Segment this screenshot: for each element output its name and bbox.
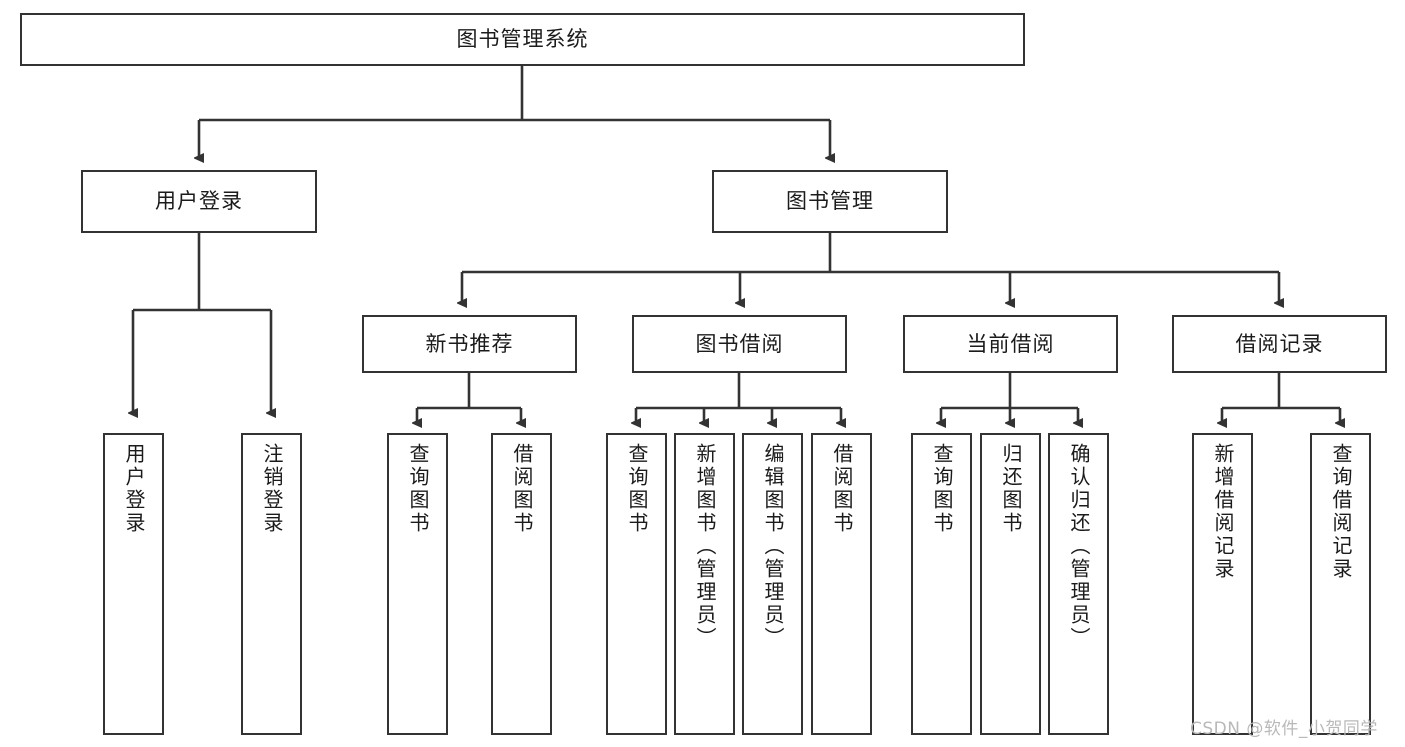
node-label: 编辑图书（管理员） — [761, 443, 785, 650]
node-leaf-query-book-new[interactable]: 查询图书 — [387, 433, 448, 735]
node-leaf-borrow-book[interactable]: 借阅图书 — [811, 433, 872, 735]
node-root-system[interactable]: 图书管理系统 — [20, 13, 1025, 66]
node-leaf-borrow-book-new[interactable]: 借阅图书 — [491, 433, 552, 735]
node-label: 图书管理 — [786, 189, 874, 214]
node-label: 新增借阅记录 — [1211, 443, 1235, 581]
node-leaf-edit-book-admin[interactable]: 编辑图书（管理员） — [742, 433, 803, 735]
node-label: 查询借阅记录 — [1329, 443, 1353, 581]
node-label: 图书管理系统 — [456, 27, 589, 52]
node-label: 借阅图书 — [830, 443, 854, 535]
node-book-borrow[interactable]: 图书借阅 — [632, 315, 847, 373]
node-user-login[interactable]: 用户登录 — [81, 170, 317, 233]
node-leaf-user-logout[interactable]: 注销登录 — [241, 433, 302, 735]
node-leaf-query-book-current[interactable]: 查询图书 — [911, 433, 972, 735]
node-label: 新增图书（管理员） — [693, 443, 717, 650]
node-current-borrow[interactable]: 当前借阅 — [903, 315, 1118, 373]
node-leaf-add-book-admin[interactable]: 新增图书（管理员） — [674, 433, 735, 735]
node-label: 查询图书 — [625, 443, 649, 535]
node-borrow-record[interactable]: 借阅记录 — [1172, 315, 1387, 373]
node-label: 确认归还（管理员） — [1067, 443, 1091, 650]
node-label: 用户登录 — [122, 443, 146, 535]
node-label: 查询图书 — [406, 443, 430, 535]
node-label: 当前借阅 — [966, 331, 1055, 356]
node-leaf-query-borrow-record[interactable]: 查询借阅记录 — [1310, 433, 1371, 735]
node-leaf-user-login[interactable]: 用户登录 — [103, 433, 164, 735]
node-label: 查询图书 — [930, 443, 954, 535]
node-leaf-query-book[interactable]: 查询图书 — [606, 433, 667, 735]
node-new-book-recommend[interactable]: 新书推荐 — [362, 315, 577, 373]
node-label: 归还图书 — [999, 443, 1023, 535]
node-leaf-add-borrow-record[interactable]: 新增借阅记录 — [1192, 433, 1253, 735]
node-book-management[interactable]: 图书管理 — [712, 170, 948, 233]
node-label: 注销登录 — [260, 443, 284, 535]
node-label: 用户登录 — [155, 189, 243, 214]
node-leaf-confirm-return-admin[interactable]: 确认归还（管理员） — [1048, 433, 1109, 735]
node-label: 借阅图书 — [510, 443, 534, 535]
node-label: 图书借阅 — [695, 331, 784, 356]
node-label: 借阅记录 — [1235, 331, 1324, 356]
node-leaf-return-book[interactable]: 归还图书 — [980, 433, 1041, 735]
node-label: 新书推荐 — [425, 331, 514, 356]
